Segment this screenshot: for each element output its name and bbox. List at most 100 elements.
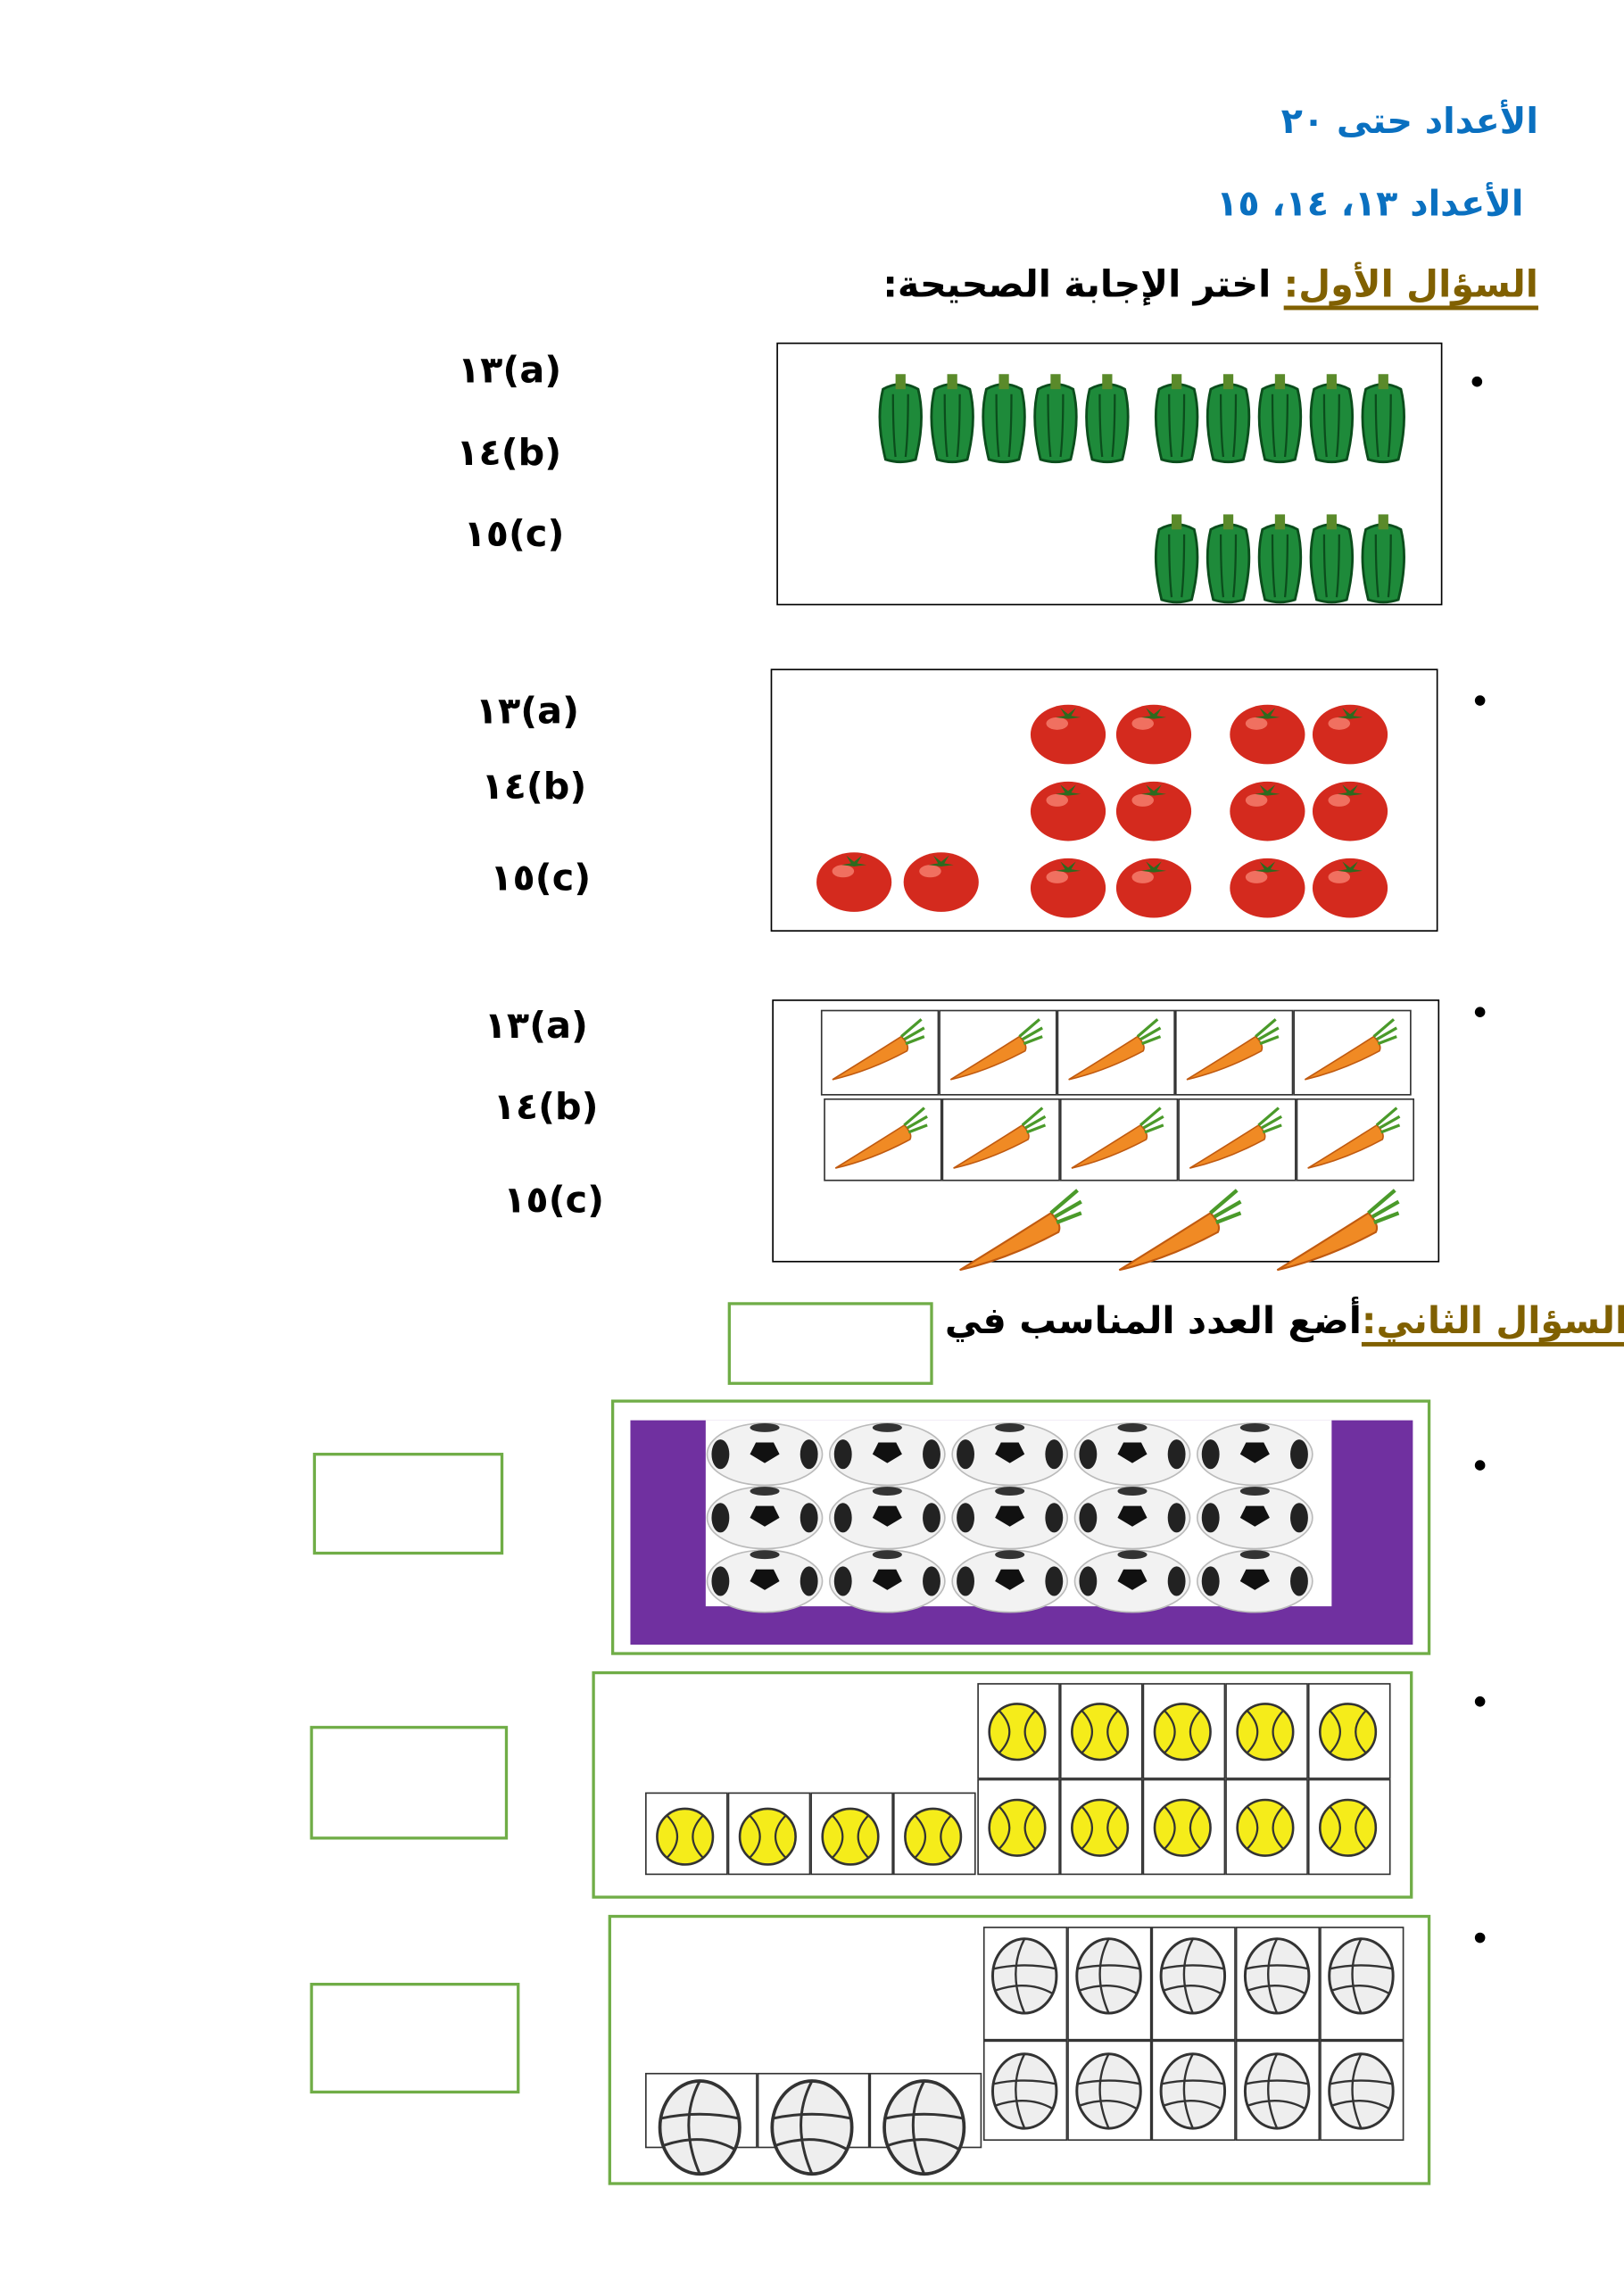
tennis-ball-icon bbox=[819, 1805, 881, 1873]
option-c[interactable]: ١٥(c) bbox=[490, 856, 592, 899]
pepper-icon bbox=[1203, 510, 1253, 610]
carrot-picture-box bbox=[772, 999, 1440, 1263]
soccer-ball-icon bbox=[1073, 1485, 1191, 1555]
question1-label: السؤال الأول: bbox=[1283, 262, 1538, 306]
grid-cell bbox=[1142, 1778, 1226, 1876]
grid-cell bbox=[645, 1792, 728, 1876]
volleyball-icon bbox=[1326, 1937, 1396, 2021]
soccer-ball-icon bbox=[950, 1422, 1069, 1492]
carrot-icon bbox=[1270, 1186, 1403, 1285]
tennis-ball-icon bbox=[1069, 1797, 1131, 1865]
grid-cell bbox=[1059, 1683, 1143, 1779]
tennis-picture-box bbox=[592, 1670, 1413, 1899]
volleyball-picture-box bbox=[608, 1914, 1431, 2185]
tennis-ball-icon bbox=[1069, 1701, 1131, 1769]
grid-cell bbox=[1307, 1683, 1391, 1779]
grid-cell bbox=[1059, 1098, 1179, 1181]
grid-cell bbox=[939, 1009, 1057, 1096]
tomato-icon bbox=[1114, 695, 1193, 772]
grid-cell bbox=[1142, 1683, 1226, 1779]
volleyball-icon bbox=[880, 2079, 968, 2183]
grid-cell bbox=[1235, 1927, 1321, 2041]
pepper-icon bbox=[1203, 369, 1253, 470]
soccer-ball-icon bbox=[1073, 1422, 1191, 1492]
option-b[interactable]: ١٤(b) bbox=[456, 431, 562, 475]
page-title: الأعداد حتى ٢٠ bbox=[1280, 100, 1538, 142]
tennis-ball-icon bbox=[1152, 1797, 1214, 1865]
carrot-icon bbox=[948, 1105, 1048, 1181]
grid-cell bbox=[1320, 2040, 1404, 2142]
tennis-ball-icon bbox=[1317, 1701, 1379, 1769]
example-answer-box bbox=[727, 1302, 933, 1385]
tomato-icon bbox=[1029, 849, 1107, 925]
tennis-ball-icon bbox=[986, 1797, 1048, 1865]
tomato-icon bbox=[902, 843, 981, 920]
soccer-ball-icon bbox=[950, 1485, 1069, 1555]
option-b[interactable]: ١٤(b) bbox=[481, 765, 587, 808]
pepper-icon bbox=[1306, 510, 1356, 610]
bullet bbox=[1474, 1007, 1486, 1017]
grid-cell bbox=[1056, 1009, 1175, 1096]
tomato-icon bbox=[1114, 849, 1193, 925]
tennis-ball-icon bbox=[654, 1805, 716, 1873]
carrot-icon bbox=[830, 1105, 931, 1181]
pepper-icon bbox=[1082, 369, 1132, 470]
bullet bbox=[1474, 1696, 1486, 1707]
grid-cell bbox=[1174, 1009, 1294, 1096]
grid-cell bbox=[1151, 1927, 1236, 2041]
carrot-icon bbox=[1299, 1015, 1400, 1091]
grid-cell bbox=[1235, 2040, 1321, 2142]
carrot-icon bbox=[1302, 1105, 1403, 1181]
pepper-icon bbox=[1031, 369, 1081, 470]
pepper-icon bbox=[1152, 369, 1202, 470]
grid-cell bbox=[1067, 1927, 1152, 2041]
grid-cell bbox=[982, 2040, 1068, 2142]
volleyball-icon bbox=[1157, 1937, 1228, 2021]
bullet bbox=[1474, 695, 1486, 706]
tennis-ball-icon bbox=[1234, 1797, 1296, 1865]
grid-cell bbox=[982, 1927, 1068, 2041]
pepper-icon bbox=[1358, 510, 1408, 610]
option-a[interactable]: ١٣(a) bbox=[484, 1004, 588, 1048]
question2-label: السؤال الثاني: bbox=[1361, 1298, 1624, 1342]
option-a[interactable]: ١٣(a) bbox=[457, 348, 562, 392]
tomato-icon bbox=[815, 843, 893, 920]
carrot-icon bbox=[945, 1015, 1046, 1091]
answer-input-3[interactable] bbox=[310, 1982, 520, 2094]
grid-cell bbox=[977, 1778, 1060, 1876]
grid-cell bbox=[1067, 2040, 1152, 2142]
bullet bbox=[1471, 376, 1483, 387]
tomato-icon bbox=[1311, 849, 1389, 925]
page-subtitle: الأعداد ١٣، ١٤، ١٥ bbox=[1216, 183, 1524, 225]
carrot-icon bbox=[952, 1186, 1085, 1285]
volleyball-icon bbox=[1073, 1937, 1144, 2021]
pepper-icon bbox=[875, 369, 925, 470]
grid-cell bbox=[1307, 1778, 1391, 1876]
volleyball-icon bbox=[767, 2079, 856, 2183]
bullet bbox=[1474, 1932, 1486, 1944]
tomato-icon bbox=[1311, 772, 1389, 849]
tomato-icon bbox=[1229, 849, 1307, 925]
carrot-icon bbox=[827, 1015, 928, 1091]
option-a[interactable]: ١٣(a) bbox=[475, 689, 580, 733]
option-b[interactable]: ١٤(b) bbox=[493, 1085, 599, 1129]
option-c[interactable]: ١٥(c) bbox=[463, 512, 565, 556]
tomato-icon bbox=[1114, 772, 1193, 849]
soccer-ball-icon bbox=[828, 1485, 946, 1555]
answer-input-2[interactable] bbox=[310, 1726, 509, 1840]
volleyball-icon bbox=[1241, 1937, 1312, 2021]
carrot-icon bbox=[1184, 1105, 1285, 1181]
option-c[interactable]: ١٥(c) bbox=[503, 1178, 605, 1222]
tennis-ball-icon bbox=[1152, 1701, 1214, 1769]
soccer-ball-icon bbox=[1196, 1422, 1313, 1492]
tomato-icon bbox=[1029, 695, 1107, 772]
grid-cell bbox=[892, 1792, 976, 1876]
volleyball-icon bbox=[1157, 2052, 1228, 2136]
volleyball-icon bbox=[1326, 2052, 1396, 2136]
soccer-ball-icon bbox=[828, 1549, 946, 1620]
bullet bbox=[1474, 1460, 1486, 1471]
answer-input-1[interactable] bbox=[312, 1453, 504, 1555]
question2-instruction: أضع العدد المناسب في bbox=[944, 1298, 1362, 1342]
grid-cell bbox=[820, 1009, 940, 1096]
